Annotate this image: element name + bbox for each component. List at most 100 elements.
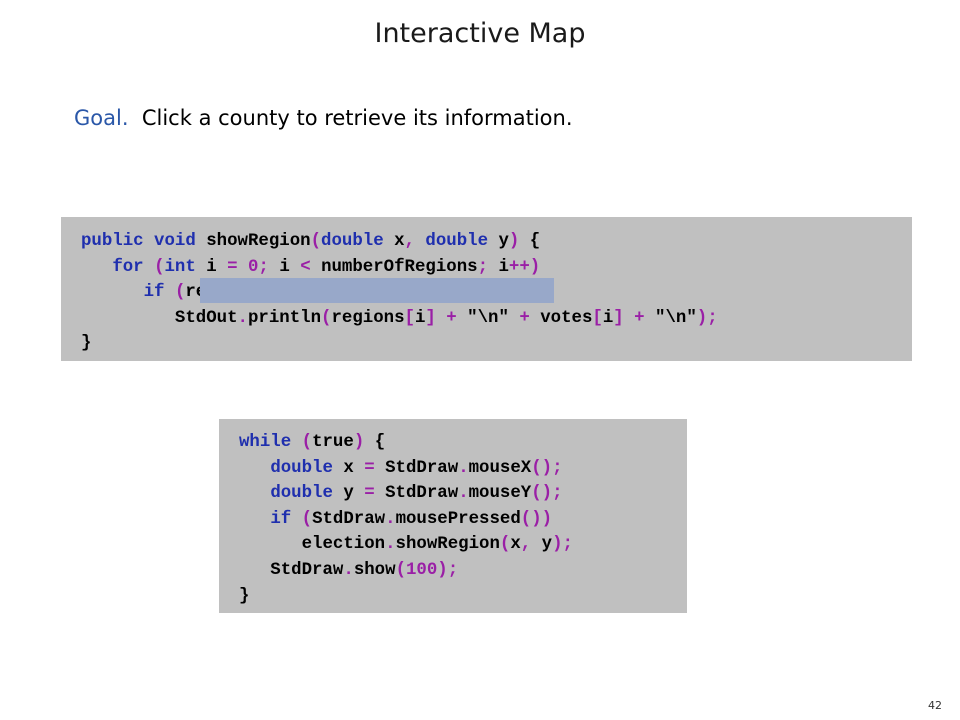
code-punctuation: ()) [520, 509, 553, 529]
code-token [239, 484, 270, 503]
code-keyword: for [112, 257, 155, 277]
goal-statement: Goal. Click a county to retrieve its inf… [74, 106, 573, 130]
code-punctuation: ( [174, 283, 186, 303]
code-keyword: public void [81, 232, 207, 251]
goal-label: Goal. [74, 106, 129, 130]
code-token: StdDraw [239, 560, 344, 580]
code-punctuation: = [364, 484, 386, 504]
code-token: votes [540, 308, 593, 328]
code-keyword: int [164, 257, 207, 277]
code-keyword: double [425, 232, 499, 251]
code-line: if (StdDraw.mousePressed()) [239, 507, 687, 533]
code-token: mouseX [468, 458, 532, 478]
code-token [239, 510, 270, 529]
code-punctuation: ( [154, 257, 165, 277]
code-punctuation: [ [404, 308, 415, 328]
code-token: x [343, 458, 365, 478]
code-token: i [498, 257, 509, 277]
code-token: y [343, 484, 365, 504]
code-token [81, 283, 144, 302]
code-punctuation: . [458, 458, 469, 478]
code-line: for (int i = 0; i < numberOfRegions; i++… [81, 255, 912, 281]
code-punctuation: [ [592, 308, 603, 328]
code-token: println [247, 308, 322, 328]
code-keyword: double [270, 458, 344, 478]
code-token: mouseY [468, 484, 532, 504]
code-punctuation: ( [310, 232, 322, 251]
code-token: StdDraw [312, 509, 386, 529]
code-token: } [239, 586, 250, 606]
page-number: 42 [928, 699, 942, 712]
code-punctuation: (); [531, 458, 563, 478]
code-line: StdDraw.show(100); [239, 558, 687, 584]
code-token: { [529, 232, 541, 251]
code-token: StdDraw [385, 458, 459, 478]
code-punctuation: ( [321, 308, 332, 328]
code-keyword: double [270, 484, 344, 504]
slide-title: Interactive Map [374, 18, 586, 49]
code-keyword: while [239, 433, 302, 452]
code-punctuation: (100); [395, 560, 459, 580]
code-punctuation: < [300, 257, 322, 277]
code-punctuation: . [385, 509, 396, 529]
code-punctuation: ) [508, 232, 530, 251]
code-line: StdOut.println(regions[i] + "\n" + votes… [81, 306, 912, 332]
code-punctuation: ] + [425, 308, 468, 328]
code-token: i [279, 257, 301, 277]
contains-condition-highlight [200, 278, 554, 303]
code-line: election.showRegion(x, y); [239, 532, 687, 558]
code-token: i [414, 308, 426, 328]
code-punctuation: ( [499, 535, 511, 555]
code-punctuation: ); [552, 535, 573, 555]
code-token: } [81, 334, 92, 354]
event-loop-code-block: while (true) { double x = StdDraw.mouseX… [219, 419, 687, 613]
code-keyword: double [321, 232, 395, 251]
code-punctuation: . [343, 560, 354, 580]
code-token: regions [331, 308, 405, 328]
code-token: StdDraw [385, 484, 459, 504]
code-token: y [541, 535, 553, 555]
code-line: double x = StdDraw.mouseX(); [239, 456, 687, 482]
code-token: true [312, 433, 354, 452]
code-line: } [239, 584, 687, 610]
code-token: x [394, 232, 405, 251]
code-punctuation: , [404, 232, 426, 251]
show-region-code-block: public void showRegion(double x, double … [61, 217, 912, 361]
code-punctuation: + [519, 308, 541, 328]
code-punctuation: ); [696, 308, 718, 328]
code-punctuation: (); [531, 484, 563, 504]
code-token: show [353, 560, 396, 580]
code-token [81, 258, 112, 277]
code-line: } [81, 331, 912, 357]
code-token: mousePressed [395, 509, 521, 529]
code-punctuation: = [364, 458, 386, 478]
code-punctuation: . [237, 308, 248, 328]
code-punctuation: . [458, 484, 469, 504]
code-token: i [602, 308, 614, 328]
code-punctuation: = 0; [227, 257, 280, 277]
code-punctuation: ) [353, 433, 375, 452]
code-punctuation: ++) [508, 257, 541, 277]
code-punctuation: ] + [613, 308, 656, 328]
code-punctuation: , [520, 535, 542, 555]
code-token: "\n" [467, 308, 520, 328]
code-token: "\n" [655, 308, 697, 328]
code-punctuation: . [385, 535, 396, 555]
code-token: i [206, 257, 228, 277]
goal-text: Click a county to retrieve its informati… [128, 106, 573, 130]
code-punctuation: ( [301, 433, 313, 452]
code-token: numberOfRegions [321, 257, 478, 277]
code-line: double y = StdDraw.mouseY(); [239, 481, 687, 507]
code-line: public void showRegion(double x, double … [81, 229, 912, 255]
code-punctuation: ; [477, 257, 499, 277]
code-keyword: if [270, 509, 302, 529]
code-token: y [498, 232, 509, 251]
code-keyword: if [143, 283, 175, 303]
code-line: while (true) { [239, 430, 687, 456]
code-token: election [239, 535, 386, 555]
code-token: { [374, 433, 386, 452]
code-token: showRegion [395, 535, 500, 555]
code-token: x [510, 535, 521, 555]
code-token: StdOut [81, 308, 238, 328]
code-punctuation: ( [301, 509, 313, 529]
